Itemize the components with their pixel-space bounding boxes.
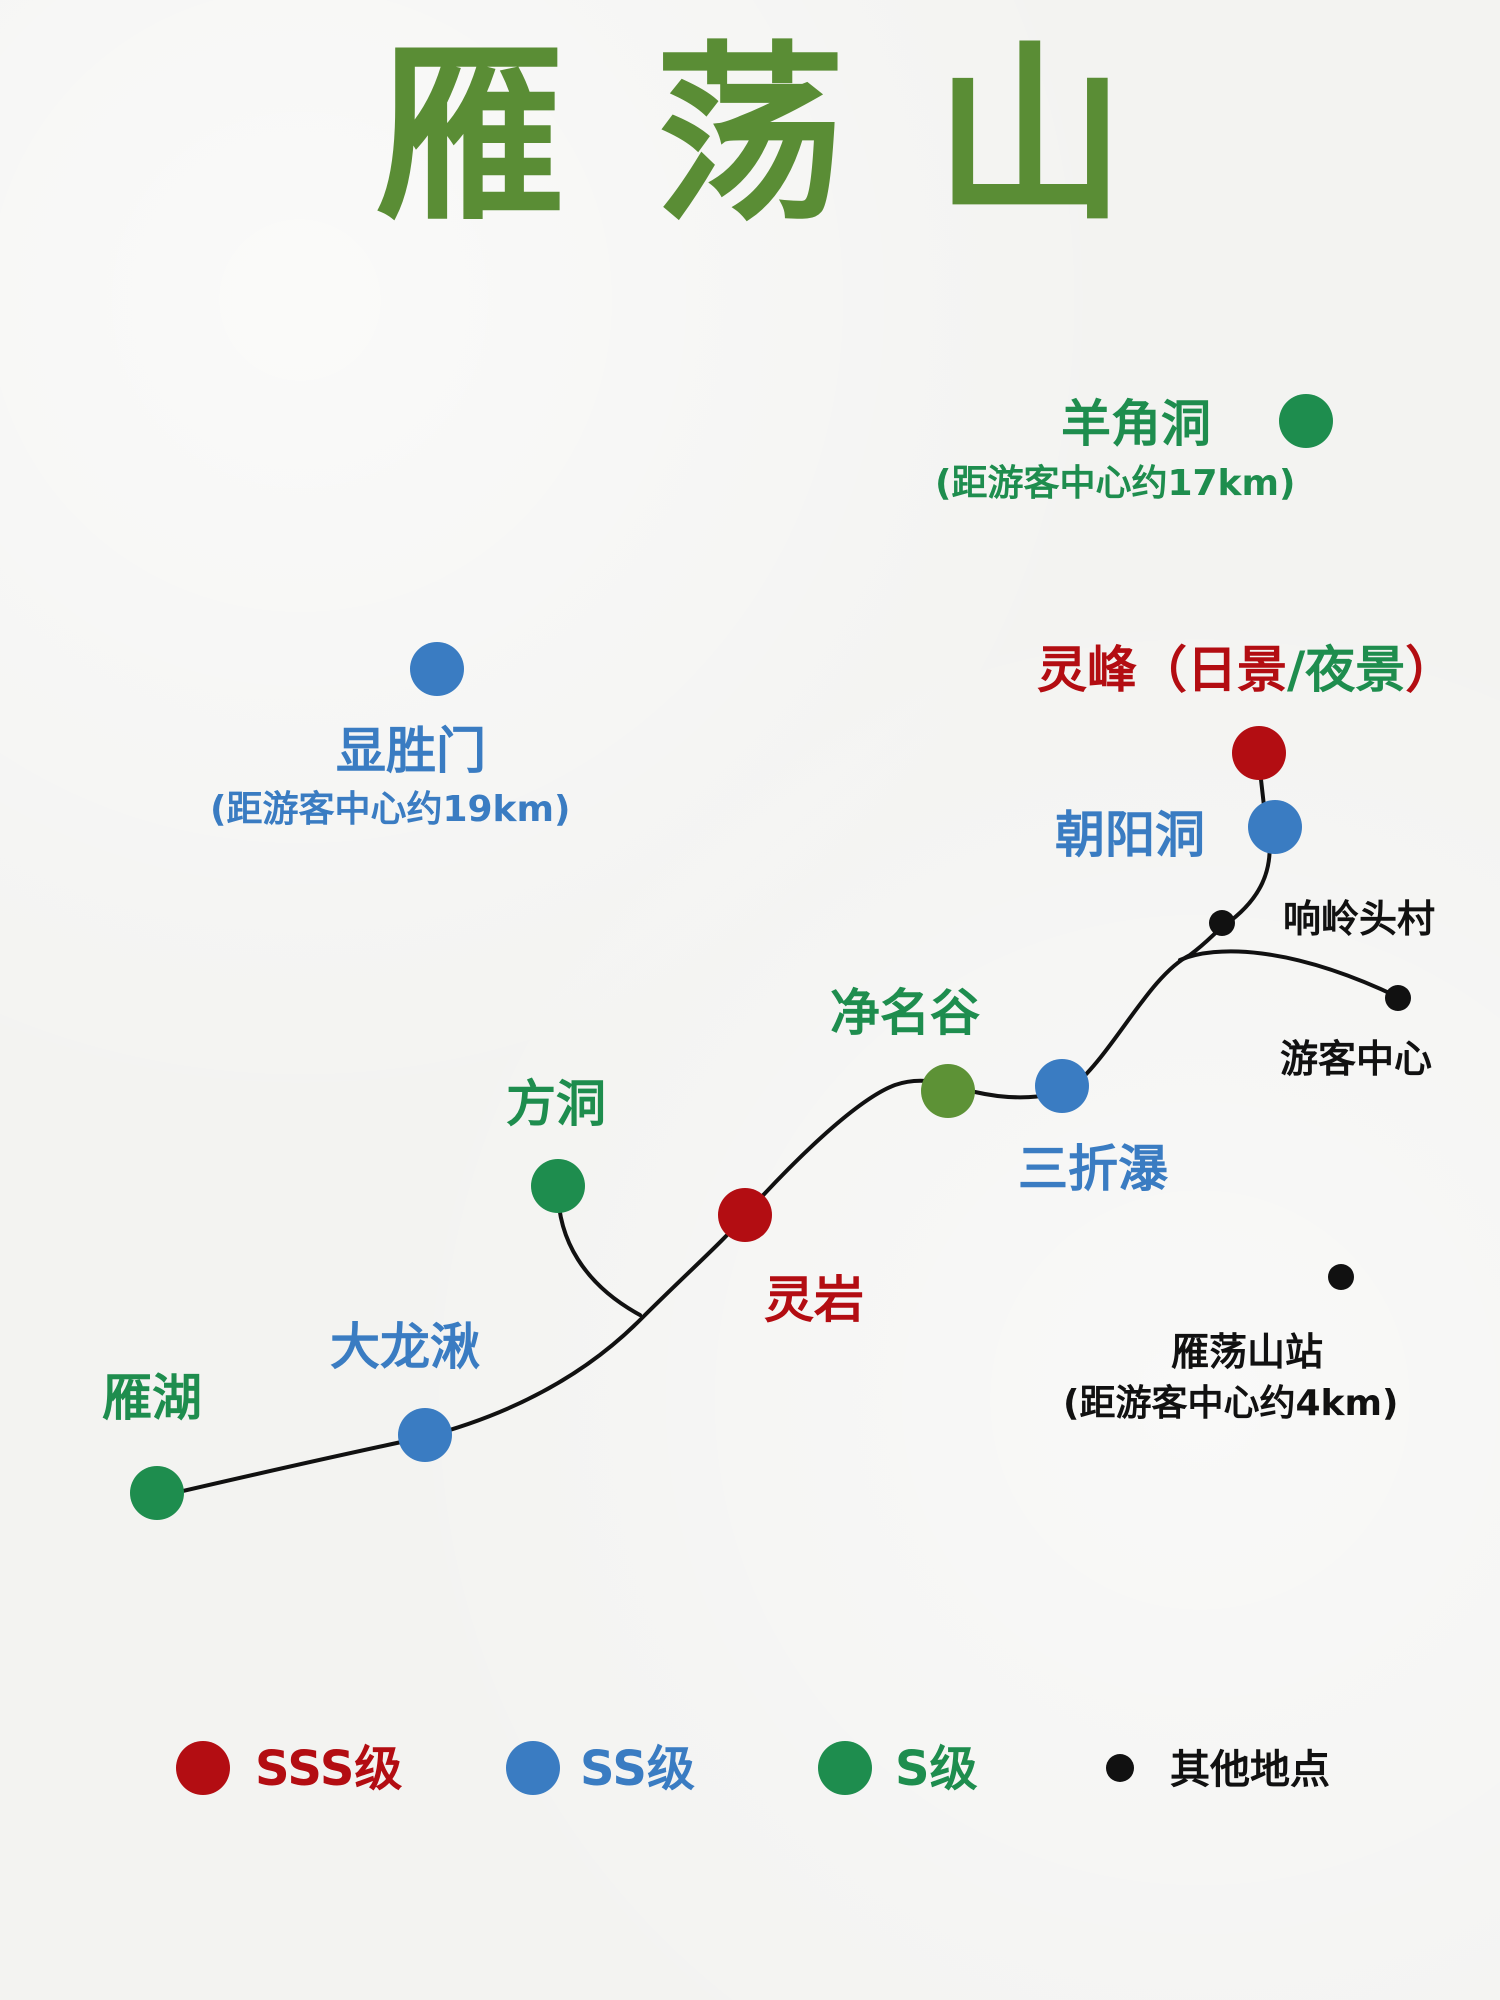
marker-yanghu[interactable] bbox=[130, 1466, 184, 1520]
legend-label-other: 其他地点 bbox=[1170, 1747, 1330, 1793]
label-lingfeng: 灵峰（日景/夜景） bbox=[1037, 645, 1455, 695]
label-lingfeng-night: 夜景 bbox=[1305, 641, 1406, 699]
label-xianshengmen: 显胜门 bbox=[336, 722, 486, 780]
legend-marker-other bbox=[1106, 1754, 1134, 1782]
label-xianglingtoucun: 响岭头村 bbox=[1283, 897, 1436, 941]
label-chaoyangdong: 朝阳洞 bbox=[1055, 806, 1205, 864]
map-title: 雁荡山 bbox=[374, 23, 1215, 246]
note-yandangshanzhan-distance: (距游客中心约4km) bbox=[1063, 1383, 1399, 1424]
marker-chaoyangdong[interactable] bbox=[1248, 800, 1302, 854]
label-fangdong: 方洞 bbox=[506, 1075, 606, 1133]
label-jingminggu: 净名谷 bbox=[830, 984, 980, 1042]
marker-xianshengmen[interactable] bbox=[410, 642, 464, 696]
note-yangjiaodong-distance: (距游客中心约17km) bbox=[935, 463, 1296, 504]
legend-marker-sss bbox=[176, 1741, 230, 1795]
marker-lingyan[interactable] bbox=[718, 1188, 772, 1242]
label-yandangshanzhan: 雁荡山站 bbox=[1171, 1330, 1324, 1374]
marker-yangjiaodong[interactable] bbox=[1279, 394, 1333, 448]
marker-youkezhongxin[interactable] bbox=[1385, 985, 1411, 1011]
legend-marker-ss bbox=[506, 1741, 560, 1795]
marker-yandangshanzhan[interactable] bbox=[1328, 1264, 1354, 1290]
marker-fangdong[interactable] bbox=[531, 1159, 585, 1213]
marker-dalongqiu[interactable] bbox=[398, 1408, 452, 1462]
legend-markers bbox=[176, 1741, 1134, 1795]
spot-markers bbox=[130, 394, 1411, 1520]
label-lingyan: 灵岩 bbox=[764, 1271, 864, 1329]
marker-jingminggu[interactable] bbox=[921, 1064, 975, 1118]
label-lingfeng-paren-open: （ bbox=[1137, 641, 1187, 699]
note-xianshengmen-distance: (距游客中心约19km) bbox=[210, 789, 571, 830]
label-lingfeng-day: 日景 bbox=[1187, 641, 1287, 699]
legend-label-sss: SSS级 bbox=[255, 1741, 403, 1797]
marker-xianglingtoucun[interactable] bbox=[1209, 910, 1235, 936]
legend-label-s: S级 bbox=[895, 1741, 978, 1797]
label-yanghu: 雁湖 bbox=[102, 1369, 202, 1427]
label-youkezhongxin: 游客中心 bbox=[1280, 1037, 1433, 1081]
label-yangjiaodong: 羊角洞 bbox=[1061, 395, 1211, 453]
label-lingfeng-sep: / bbox=[1287, 641, 1306, 699]
marker-lingfeng[interactable] bbox=[1232, 726, 1286, 780]
label-sanzhepu: 三折瀑 bbox=[1018, 1140, 1168, 1198]
legend-marker-s bbox=[818, 1741, 872, 1795]
route-visitor-center-branch bbox=[1178, 949, 1402, 1000]
marker-sanzhepu[interactable] bbox=[1035, 1059, 1089, 1113]
label-lingfeng-paren-close: ） bbox=[1405, 641, 1456, 699]
label-dalongqiu: 大龙湫 bbox=[330, 1318, 480, 1376]
legend-label-ss: SS级 bbox=[580, 1741, 695, 1797]
label-lingfeng-name: 灵峰 bbox=[1037, 641, 1137, 699]
